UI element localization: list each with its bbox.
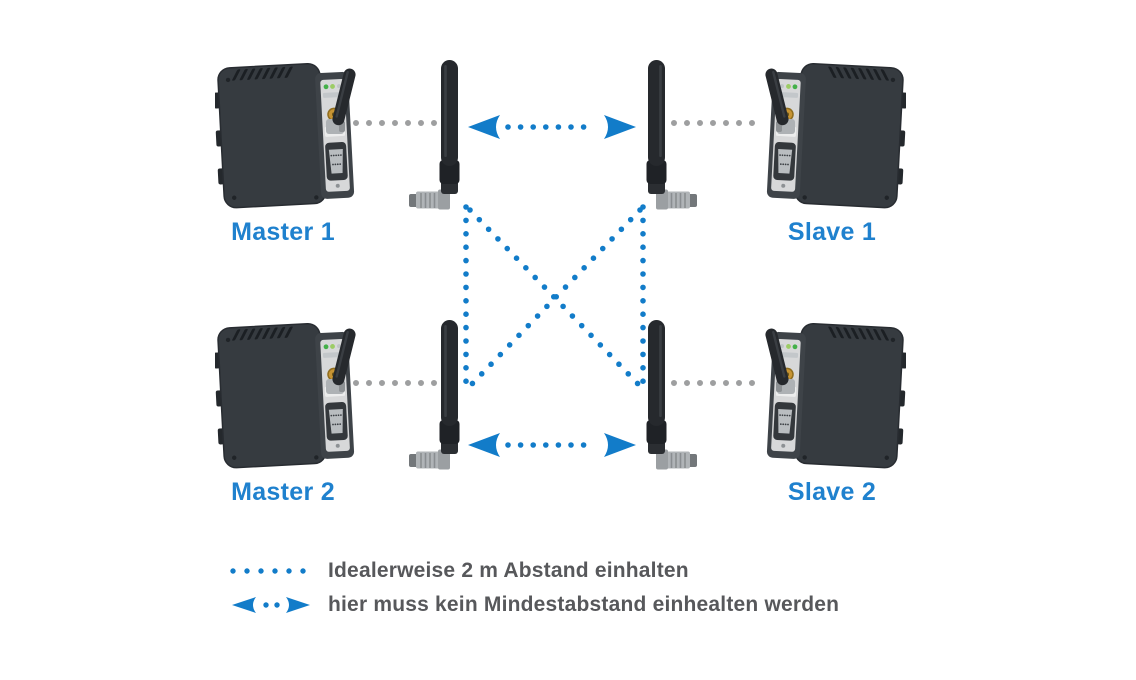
arrowhead-right-icon (604, 433, 636, 457)
device-slave-2 (763, 320, 906, 470)
device-slave-1 (763, 60, 906, 210)
arrowhead-left-icon (468, 115, 500, 139)
legend-text: hier muss kein Mindestabstand einhealten… (328, 593, 840, 616)
device-master-1 (215, 60, 358, 210)
blue-double-arrow-icon (228, 595, 320, 615)
antenna-top-left (408, 60, 461, 211)
device-label-master-2: Master 2 (231, 478, 335, 506)
antenna-top-right (645, 60, 698, 211)
no-min-distance-arrow-top (468, 115, 636, 139)
cross-line-diagonal-b (467, 207, 643, 389)
antenna-bottom-right (645, 320, 698, 471)
device-master-2 (215, 320, 358, 470)
arrowhead-right-icon (604, 115, 636, 139)
antenna-bottom-left (408, 320, 461, 471)
blue-dotted-line-icon (228, 566, 320, 576)
cross-connection-lines (463, 204, 646, 392)
legend-item-distance: Idealerweise 2 m Abstand einhalten (228, 558, 689, 584)
legend-item-no-min-distance: hier muss kein Mindestabstand einhealten… (228, 592, 839, 618)
device-label-slave-2: Slave 2 (787, 478, 877, 506)
device-label-slave-1: Slave 1 (787, 218, 877, 246)
arrowhead-left-icon (468, 433, 500, 457)
no-min-distance-arrow-bottom (468, 433, 636, 457)
device-label-master-1: Master 1 (231, 218, 335, 246)
legend-text: Idealerweise 2 m Abstand einhalten (328, 559, 689, 582)
